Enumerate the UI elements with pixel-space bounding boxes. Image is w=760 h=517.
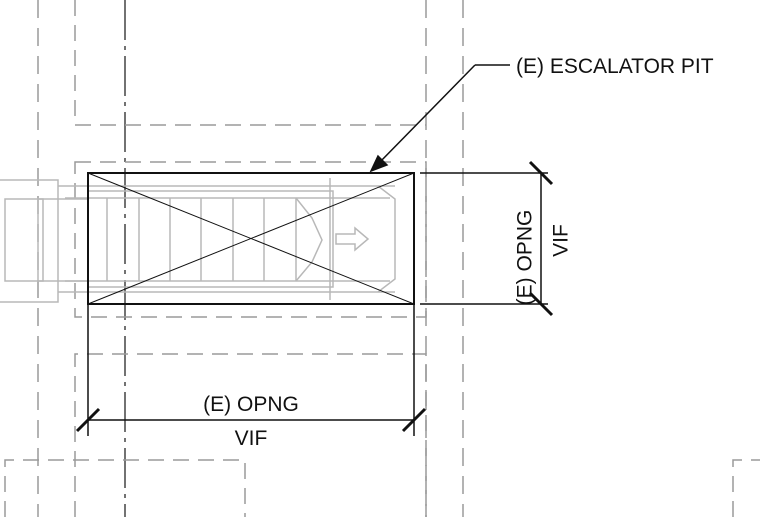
arrow-icon	[335, 226, 370, 252]
vertical-dimension-label: (E) OPNG	[513, 209, 537, 306]
dimension-tick	[401, 407, 427, 433]
pit-outline-hidden	[74, 161, 427, 318]
horizontal-dimension-note: VIF	[234, 427, 268, 450]
vertical-dimension-note: VIF	[549, 224, 573, 257]
horizontal-dimension-label: (E) OPNG	[203, 393, 299, 416]
pit-cross-line-2	[87, 172, 415, 305]
leader-arrowhead	[369, 154, 389, 173]
dimension-tick	[75, 407, 101, 433]
horizontal-dimension-line	[75, 304, 427, 436]
dimension-tick	[528, 291, 554, 317]
vertical-dimension-line	[420, 160, 554, 317]
escalator-outline	[0, 178, 396, 303]
callout-text: (E) ESCALATOR PIT	[516, 55, 714, 78]
escalator-pit	[87, 172, 415, 305]
callout-leader	[369, 64, 510, 173]
hidden-outlines	[4, 0, 760, 517]
dimension-tick	[528, 160, 554, 186]
pit-rectangle	[87, 172, 415, 305]
